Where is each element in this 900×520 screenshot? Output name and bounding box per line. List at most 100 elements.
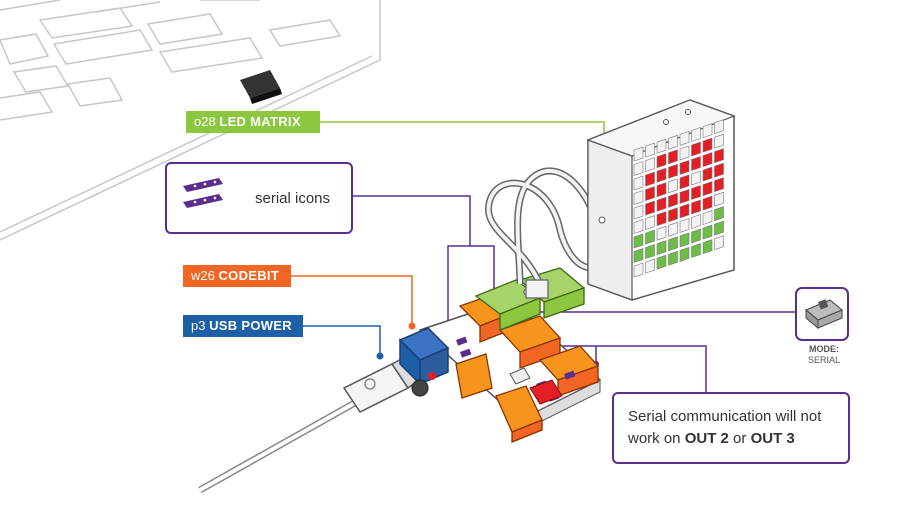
led-cell — [656, 196, 667, 212]
led-matrix-module — [586, 99, 736, 301]
led-cell — [668, 236, 678, 252]
serial-icons-icon — [183, 178, 223, 208]
led-cell — [668, 192, 678, 208]
led-cell — [702, 239, 713, 255]
led-cell — [656, 153, 667, 169]
led-cell — [668, 163, 678, 179]
led-cell — [702, 166, 713, 182]
codebit-code: w26 — [191, 268, 215, 283]
led-cell — [714, 191, 724, 207]
connector-lines — [291, 121, 796, 392]
led-cell — [633, 248, 644, 263]
led-cell — [645, 244, 655, 260]
led-cell — [679, 217, 690, 233]
mode-switch-icon — [795, 287, 849, 341]
led-grid — [633, 119, 724, 278]
led-cell — [714, 133, 724, 149]
led-cell — [691, 199, 701, 215]
serial-warning-callout: Serial communication will not work on OU… — [612, 392, 850, 464]
led-cell — [679, 232, 690, 248]
led-cell — [702, 224, 713, 240]
led-cell — [633, 262, 644, 278]
usb-power-tag: p3 USB POWER — [183, 315, 303, 337]
led-cell — [645, 215, 655, 231]
led-cell — [691, 141, 701, 157]
led-matrix-name: LED MATRIX — [219, 114, 301, 129]
led-cell — [645, 258, 655, 274]
led-cell — [668, 178, 678, 194]
led-cell — [668, 149, 678, 165]
led-cell — [702, 123, 713, 139]
led-cell — [645, 157, 655, 173]
led-cell — [679, 145, 690, 161]
out2-label: OUT 2 — [684, 430, 729, 447]
led-cell — [679, 174, 690, 190]
led-cell — [679, 203, 690, 219]
led-cell — [702, 152, 713, 168]
led-cell — [633, 161, 644, 176]
usb-power-name: USB POWER — [209, 318, 292, 333]
led-cell — [691, 127, 701, 142]
mode-label: MODE: SERIAL — [796, 344, 852, 366]
led-cell — [645, 229, 655, 245]
led-cell — [668, 134, 678, 150]
led-cell — [702, 137, 713, 153]
led-cell — [702, 181, 713, 197]
led-cell — [702, 210, 713, 226]
led-cell — [714, 119, 724, 135]
serial-icons-label: serial icons — [255, 190, 331, 207]
led-cell — [714, 162, 724, 178]
led-cell — [679, 159, 690, 175]
usb-dongle — [240, 70, 282, 104]
led-cell — [656, 254, 667, 270]
led-cell — [714, 148, 724, 164]
led-cell — [679, 188, 690, 204]
led-cell — [714, 220, 724, 236]
usb-power-bit — [398, 327, 450, 397]
chip — [509, 367, 563, 405]
led-cell — [645, 171, 655, 187]
ribbon-cable — [485, 167, 604, 299]
led-cell — [633, 146, 644, 162]
led-cell — [633, 233, 644, 249]
mode-value: SERIAL — [807, 355, 840, 365]
serial-warning-text: Serial communication will not work on — [628, 408, 822, 447]
led-cell — [656, 138, 667, 154]
led-cell — [645, 200, 655, 216]
led-cell — [691, 156, 701, 171]
or-text: or — [728, 430, 751, 447]
usb-power-code: p3 — [191, 318, 206, 333]
codebit-tag: w26 CODEBIT — [183, 265, 291, 287]
mode-title: MODE: — [809, 344, 839, 354]
led-cell — [714, 177, 724, 193]
led-cell — [656, 167, 667, 183]
laptop-outline — [0, 0, 381, 241]
led-cell — [691, 228, 701, 244]
led-cell — [714, 235, 724, 251]
led-cell — [633, 204, 644, 220]
led-cell — [645, 142, 655, 158]
led-cell — [633, 175, 644, 191]
led-cell — [679, 130, 690, 146]
codebit-name: CODEBIT — [218, 268, 280, 283]
serial-icons-callout: serial icons — [165, 162, 353, 234]
usb-cable — [198, 348, 431, 494]
led-matrix-code: o28 — [194, 114, 216, 129]
led-cell — [691, 170, 701, 186]
led-cell — [633, 190, 644, 205]
led-cell — [656, 211, 667, 227]
led-cell — [656, 225, 667, 241]
led-cell — [714, 206, 724, 222]
led-cell — [645, 186, 655, 202]
led-cell — [656, 182, 667, 198]
led-cell — [679, 246, 690, 262]
led-cell — [633, 219, 644, 234]
out3-label: OUT 3 — [750, 430, 795, 447]
led-matrix-tag: o28 LED MATRIX — [186, 111, 320, 133]
led-cell — [668, 221, 678, 237]
led-cell — [691, 243, 701, 258]
led-cell — [702, 195, 713, 211]
led-cell — [691, 214, 701, 229]
led-cell — [691, 185, 701, 200]
